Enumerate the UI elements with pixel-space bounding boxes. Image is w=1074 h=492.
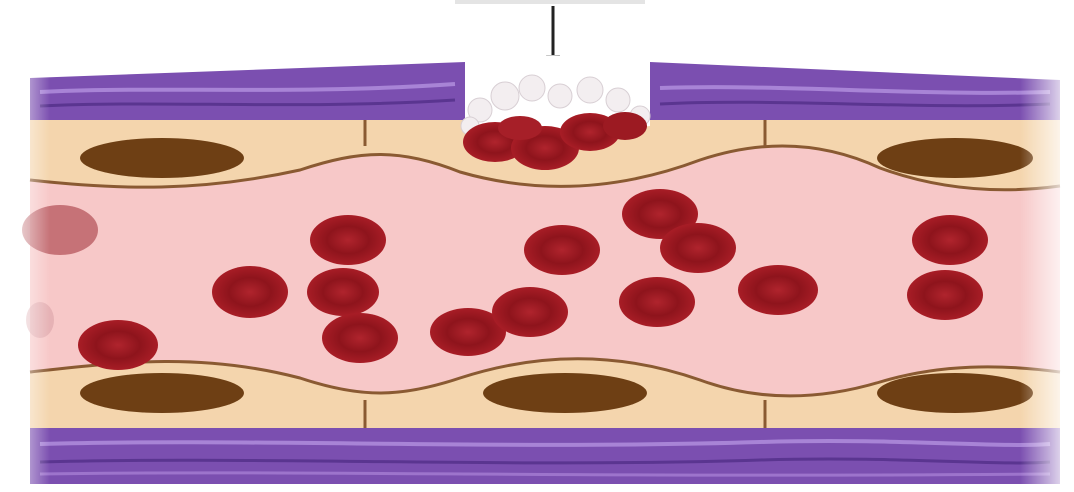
red-blood-cell	[524, 225, 600, 275]
red-blood-cell	[78, 320, 158, 370]
red-blood-cell	[907, 270, 983, 320]
red-blood-cell	[212, 266, 288, 318]
red-blood-cell	[307, 268, 379, 316]
nucleus	[877, 138, 1033, 178]
red-blood-cell	[912, 215, 988, 265]
nucleus	[80, 373, 244, 413]
red-blood-cell	[619, 277, 695, 327]
edge-fade-left	[0, 50, 50, 492]
nucleus	[877, 373, 1033, 413]
red-blood-cell	[660, 223, 736, 273]
nucleus	[483, 373, 647, 413]
red-blood-cell	[310, 215, 386, 265]
vessel-wall-lower	[30, 428, 1060, 484]
edge-fade-right	[1020, 50, 1074, 492]
nucleus	[80, 138, 244, 178]
red-blood-cell	[492, 287, 568, 337]
red-blood-cell	[738, 265, 818, 315]
red-blood-cell	[322, 313, 398, 363]
